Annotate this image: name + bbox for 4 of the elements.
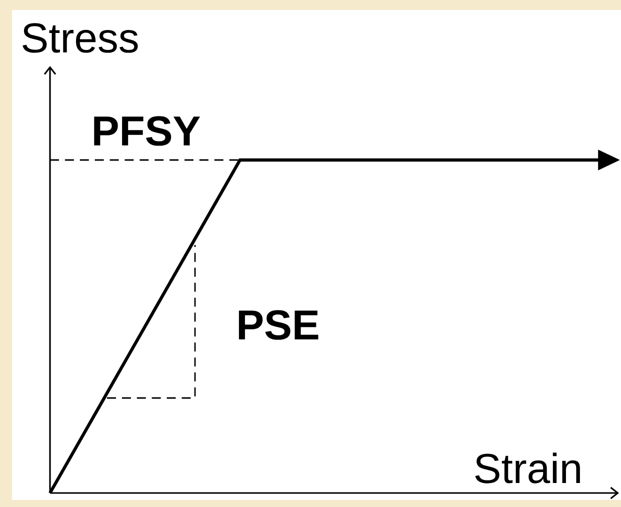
axis-label: Stress	[22, 23, 138, 53]
curve-label: PFSY	[94, 116, 200, 146]
axis-label: Strain	[475, 452, 580, 484]
curve-label: PSE	[238, 310, 318, 340]
